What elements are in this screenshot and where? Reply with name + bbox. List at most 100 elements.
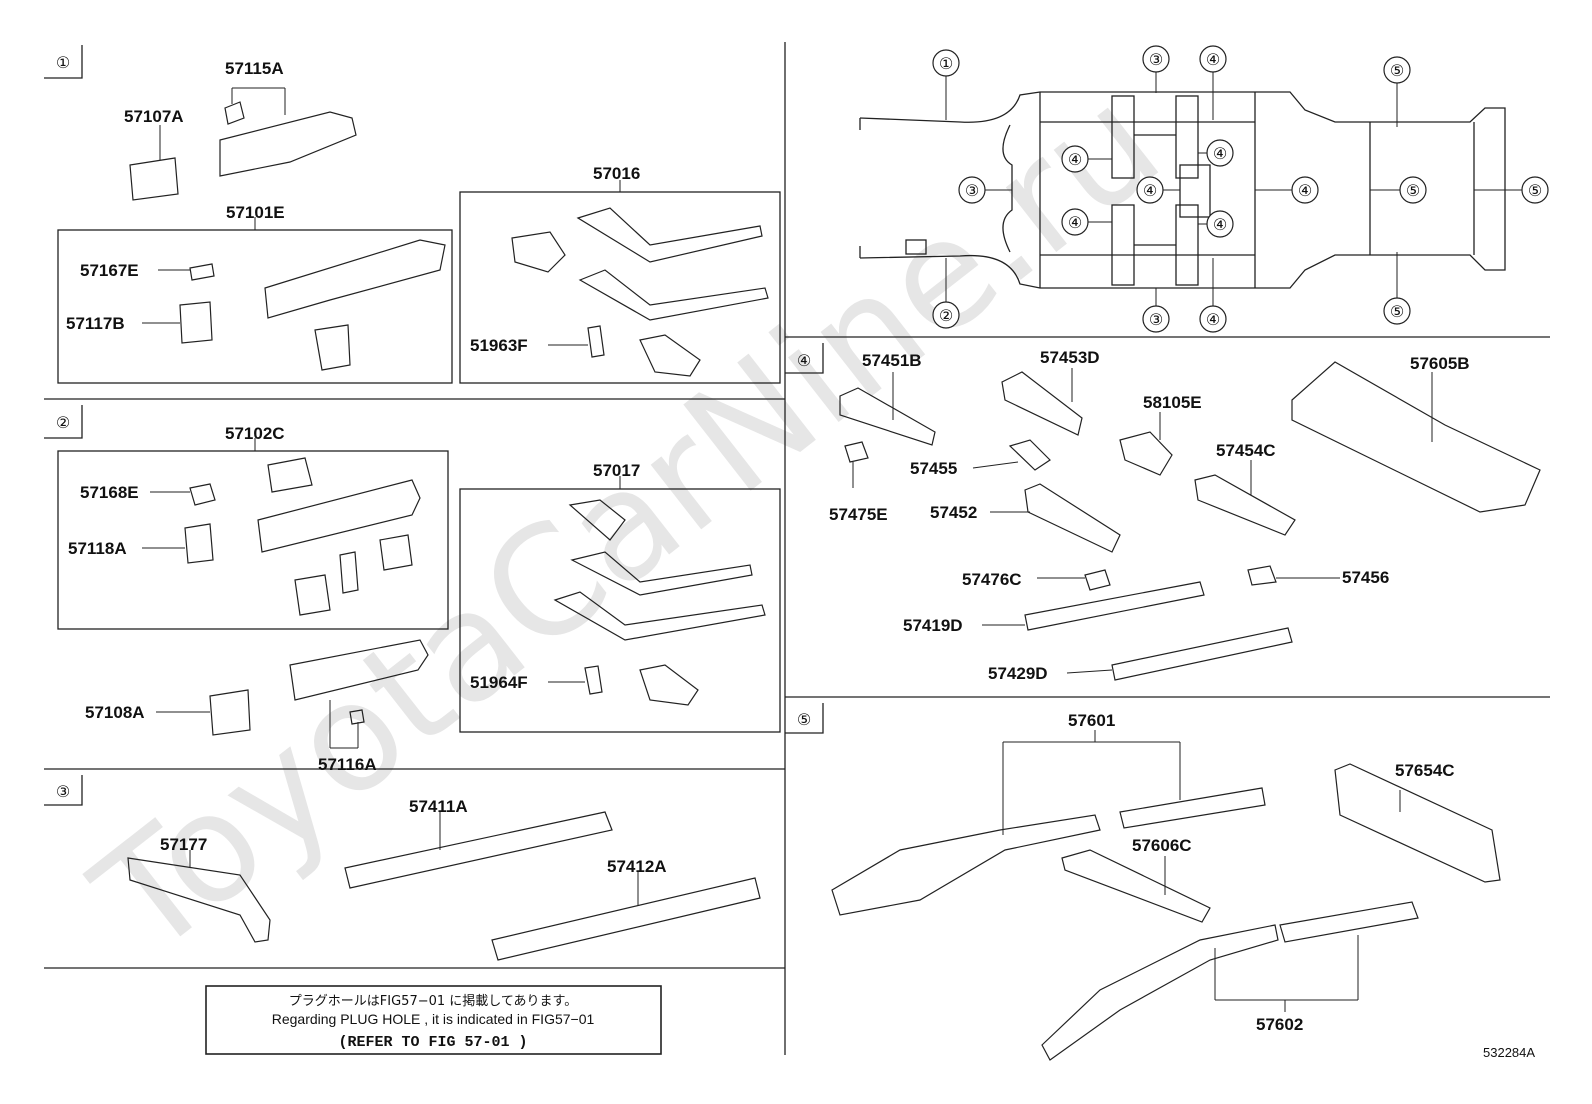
svg-text:⑤: ⑤ [1406,181,1420,200]
part-label-57454C: 57454C [1216,441,1276,460]
part-57475E-drawing [844,441,869,463]
overview-callout: ④ [0,0,14,4]
part-drawings [127,101,1541,1061]
svg-text:⑤: ⑤ [1528,181,1542,200]
part-57102C-drawing [257,479,421,553]
overview-callout: ⑤ [1383,56,1411,84]
part-label-51964F: 51964F [470,673,528,692]
part-57411A-drawing [344,811,613,889]
part-label-57419D: 57419D [903,616,963,635]
part-label-57116A: 57116A [318,755,377,774]
part-57107A-drawing [129,157,179,201]
part-57412A-drawing [491,877,761,961]
section-badge-2: ② [44,405,83,439]
part-labels: 57115A 57107A 57101E 57167E 57117B 57016… [66,59,1470,1034]
overview-callout: ③ [958,176,986,204]
reference-id: 532284A [1483,1045,1535,1060]
leader-lines [142,87,1433,1012]
part-57117B-drawing [179,301,213,344]
overview-callout: ④ [1061,208,1089,236]
svg-text:②: ② [56,413,70,432]
overview-callout: ④ [1199,305,1227,333]
part-57108A-drawing [209,689,251,736]
part-label-51963F: 51963F [470,336,528,355]
svg-text:④: ④ [1206,50,1220,69]
part-57419D-drawing [1024,581,1205,631]
part-57016-drawing-a [511,231,566,273]
svg-text:③: ③ [965,181,979,200]
svg-text:④: ④ [1143,181,1157,200]
overview-callout: ⑤ [1383,297,1411,325]
section-badge-3: ③ [44,775,83,806]
panel-dividers [44,42,1550,1055]
part-57601-drawing-b [1119,787,1266,829]
part-label-57102C: 57102C [225,424,285,443]
svg-text:③: ③ [1149,310,1163,329]
section-badge-5: ⑤ [785,703,824,734]
overview-callout: ⑤ [1399,176,1427,204]
overview-callout: ④ [1291,176,1319,204]
part-label-57017: 57017 [593,461,640,480]
overview-callout: ④ [1061,145,1089,173]
part-label-57451B: 57451B [862,351,922,370]
svg-text:⑤: ⑤ [797,710,811,729]
part-label-57456: 57456 [1342,568,1389,587]
part-label-57475E: 57475E [829,505,888,524]
overview-callout: ① [932,49,960,77]
svg-text:⑤: ⑤ [1390,61,1404,80]
svg-text:③: ③ [1149,50,1163,69]
svg-text:④: ④ [797,351,811,370]
part-57452-drawing [1024,483,1121,553]
part-51963F-drawing [587,325,605,358]
part-57115A-drawing [219,111,357,177]
part-57601-drawing-a [831,814,1101,916]
svg-text:④: ④ [1068,150,1082,169]
overview-callouts: ① ② ③ ③ ③ ④ ④ ④ ④ ④ ④ ④ ④ ④ ⑤ ⑤ ⑤ ⑤ [0,0,1549,333]
part-57654C-drawing [1334,763,1501,883]
part-57168E-drawing [189,483,216,506]
overview-callout: ② [932,301,960,329]
part-label-57108A: 57108A [85,703,145,722]
overview-callout: ③ [1142,45,1170,73]
part-57017-drawing-a [568,499,626,541]
part-57476C-drawing [1084,569,1111,591]
part-label-57654C: 57654C [1395,761,1455,780]
section-badge-4: ④ [785,343,824,374]
part-label-57411A: 57411A [409,797,468,816]
svg-text:②: ② [939,306,953,325]
part-58105E-drawing [1119,431,1173,476]
svg-text:③: ③ [56,782,70,801]
part-label-57101E: 57101E [226,203,285,222]
part-label-57602: 57602 [1256,1015,1303,1034]
part-label-57429D: 57429D [988,664,1048,683]
part-57602-drawing-b [1279,901,1419,943]
overview-leaders [945,72,1522,306]
part-label-57016: 57016 [593,164,640,183]
part-label-57412A: 57412A [607,857,667,876]
part-label-57452: 57452 [930,503,977,522]
svg-text:④: ④ [1298,181,1312,200]
part-57429D-drawing [1111,627,1293,681]
underbody-overview [859,91,1506,289]
part-57605B-drawing [1291,361,1541,513]
overview-callout: ④ [1206,139,1234,167]
part-57451B-drawing [839,387,936,446]
part-label-57168E: 57168E [80,483,139,502]
overview-callout: ④ [1199,45,1227,73]
section-badge-1: ① [44,45,83,79]
svg-text:④: ④ [1206,310,1220,329]
overview-callout: ⑤ [1521,176,1549,204]
part-label-57118A: 57118A [68,539,127,558]
part-57116A-drawing [289,639,429,701]
part-label-57453D: 57453D [1040,348,1100,367]
note-line-jp: プラグホールはFIG57−01 に掲載してあります。 [289,993,577,1009]
overview-callout: ④ [1136,176,1164,204]
svg-text:①: ① [56,53,70,72]
part-57177-drawing [127,857,271,943]
part-label-57117B: 57117B [66,314,125,333]
note-line-ref: (REFER TO FIG 57-01 ) [338,1034,527,1051]
part-label-57455: 57455 [910,459,957,478]
part-label-57107A: 57107A [124,107,184,126]
part-57118A-drawing [184,523,214,564]
